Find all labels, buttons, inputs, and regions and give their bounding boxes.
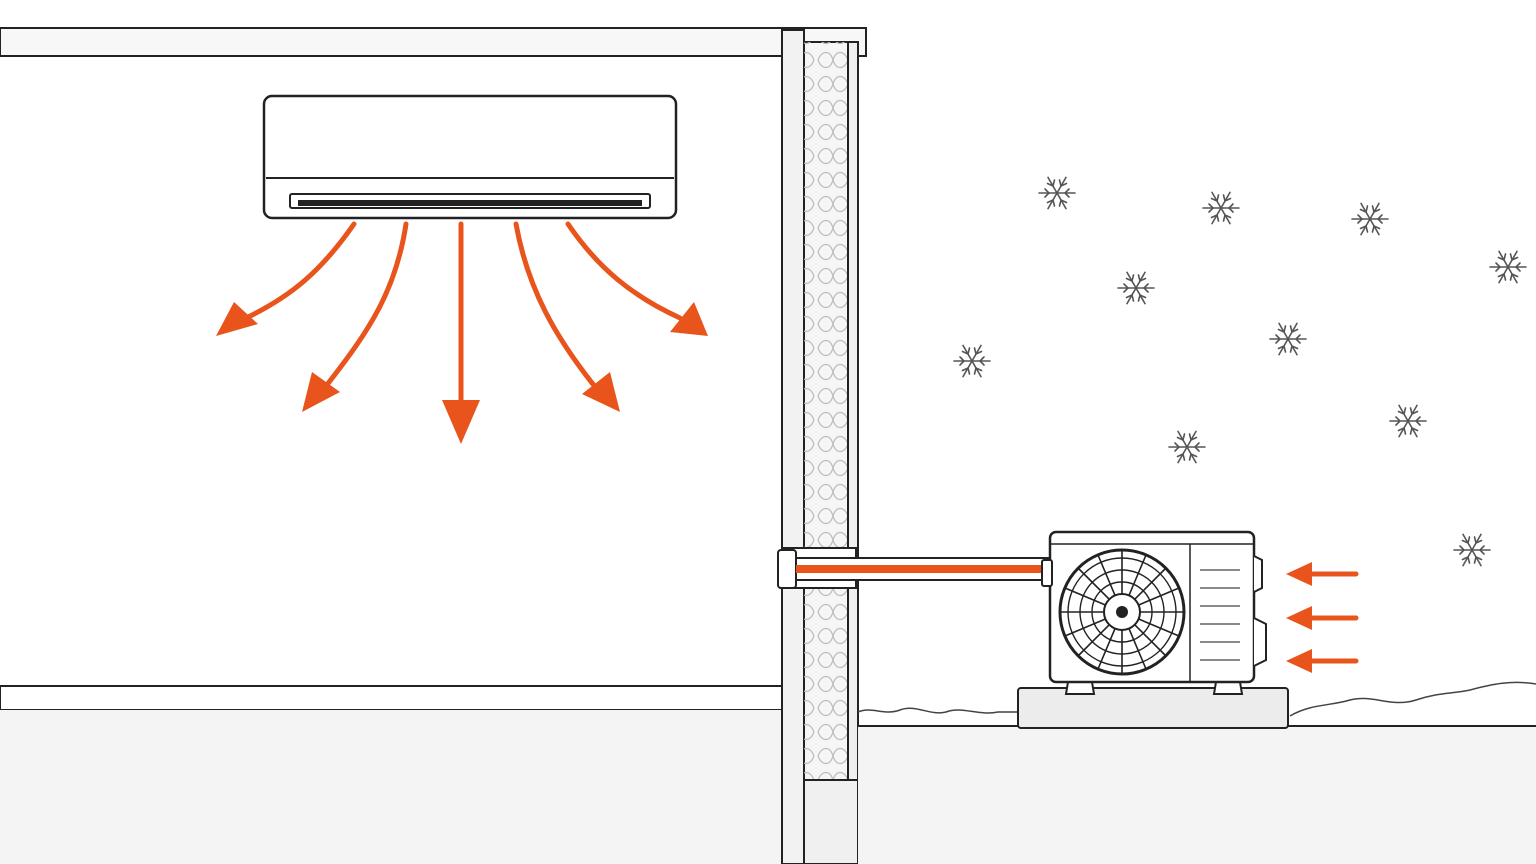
snowflake-icon xyxy=(1453,533,1491,567)
wall-outer-layer xyxy=(847,41,859,781)
side-cover-bottom xyxy=(1253,617,1267,667)
pipe-heat-line xyxy=(796,565,1050,573)
unit-foot-left xyxy=(1064,681,1096,695)
ground xyxy=(858,726,1536,864)
unit-pad xyxy=(1017,687,1289,729)
warm-air-arrowheads xyxy=(216,302,708,444)
indoor-unit xyxy=(262,94,678,220)
snowflake-icon xyxy=(1168,430,1206,464)
arrow-head xyxy=(1286,606,1312,630)
arrow-head xyxy=(670,302,708,336)
interior-room xyxy=(0,27,867,864)
arrow-icon xyxy=(513,221,599,391)
arrow-icon xyxy=(323,221,409,389)
snowflake-icon xyxy=(1351,202,1389,236)
snowflake-icon xyxy=(953,344,991,378)
arrow-head xyxy=(582,372,620,412)
refrigerant-line xyxy=(795,557,1051,581)
arrow-head xyxy=(216,302,258,336)
snowflake-icon xyxy=(1202,191,1240,225)
snow-mound-left xyxy=(857,707,1018,714)
side-grille xyxy=(1200,569,1240,661)
warm-air-flow xyxy=(243,221,683,411)
vent-louver xyxy=(298,200,642,206)
snowflake-icon xyxy=(1038,176,1076,210)
fan-icon xyxy=(1058,548,1186,676)
pipe-flange xyxy=(777,549,797,589)
pipe-valve xyxy=(1041,559,1053,587)
snowflake-icon xyxy=(1269,322,1307,356)
floor xyxy=(0,710,782,864)
ceiling-beam xyxy=(0,27,867,57)
side-cover-top xyxy=(1253,555,1263,593)
arrow-head xyxy=(1286,562,1312,586)
outdoor-ground xyxy=(857,681,1536,864)
arrow-icon xyxy=(243,221,357,321)
cold-air-intake xyxy=(1286,562,1359,673)
exterior-wall xyxy=(777,29,859,864)
arrow-head xyxy=(442,400,480,444)
wall-mounted-ac-icon xyxy=(262,94,678,220)
insulation-pattern xyxy=(804,42,848,780)
unit-foot-right xyxy=(1212,681,1244,695)
wall-inner-layer xyxy=(781,29,805,864)
arrow-icon xyxy=(565,221,683,321)
outdoor-unit xyxy=(1017,530,1289,729)
arrow-head xyxy=(1286,649,1312,673)
arrow-head xyxy=(302,372,340,412)
snow-mound-right xyxy=(1289,681,1536,717)
baseboard xyxy=(0,685,783,711)
snowflake-icon xyxy=(1489,250,1527,284)
snowfall xyxy=(953,176,1527,567)
wall-foundation xyxy=(803,779,859,864)
snowflake-icon xyxy=(1117,271,1155,305)
snowflake-icon xyxy=(1389,404,1427,438)
